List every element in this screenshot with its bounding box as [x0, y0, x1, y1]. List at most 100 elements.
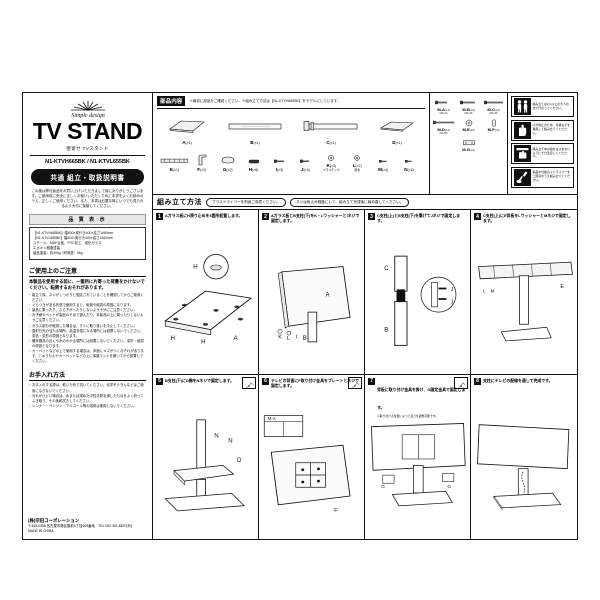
part-item: M(×4) [370, 152, 396, 172]
parts-section: 部品内容 ※最初に部品をご確認ください。※組み立て方法は【N1-KTVH665B… [153, 93, 577, 195]
part-label: J(×4) [301, 166, 310, 172]
hardware-grid: M-A(×4) M6×14 M-B(×4) M6×25 [432, 96, 505, 152]
svg-text:L: L [287, 336, 290, 342]
svg-text:M-A: M-A [268, 415, 276, 420]
svg-text:M: M [491, 288, 495, 293]
hardware-label: M-E(×4) [462, 127, 475, 132]
spec-table: 【N1-KTVH665BK】幅600×奥行き400×高さ1660mm 【N1-K… [29, 227, 146, 260]
svg-text:H: H [201, 339, 205, 346]
washer-k-icon [318, 148, 344, 162]
caution-item: カーペットなどの上で使用する場合は、床面にキズがつくおそれがあります。じゅうたん… [28, 349, 146, 364]
hardware-item: M-G(×4) [457, 138, 480, 152]
parts-row-2: E(×1) F(×2) G(×2) [157, 148, 425, 172]
spec-heading: 品 質 表 示 [29, 213, 146, 226]
screwdriver-tool-icon [454, 376, 468, 389]
step-subtext: ※取り付ける位置によって高さを調整可能です。 [377, 413, 439, 418]
screw-i-icon [267, 152, 293, 166]
divider [30, 155, 145, 156]
two-people-icon [513, 98, 531, 115]
hardware-label: M-D(×4) [437, 127, 450, 132]
parts-note: ※最初に部品をご確認ください。※組み立て方法は【N1-KTVH665BK】をモデ… [189, 98, 341, 103]
assembly-step: 2 Aガラス板とB支柱(下)をK・Lワッシャーとiネジで固定します。 A B K… [259, 210, 365, 375]
part-item: N(×2) [396, 152, 422, 172]
warning-icons: 組み立ては2人以上の大人の方で行なってください。 けが防止のため、手袋などを着用… [507, 93, 577, 194]
screwdriver-tool-icon [242, 376, 256, 389]
parts-list: 部品内容 ※最初に部品をご確認ください。※組み立て方法は【N1-KTVH665B… [153, 93, 429, 194]
step-text: C支柱(上)にE背板をLワッシャーとMネジで固定します。 [483, 213, 571, 224]
pole-upper-icon [303, 113, 359, 139]
svg-text:F: F [334, 507, 337, 513]
footer: (株)宗田コーポレーション 〒455-0055 名古屋市港区藤前4丁目609番地… [28, 518, 132, 534]
step-1-diagram: H H H A [153, 230, 258, 372]
warning-row: 組み立ては2人以上の大人の方で行なってください。 [511, 96, 574, 117]
bolt-long-icon [482, 98, 505, 107]
hardware-size: M6×14 [439, 112, 448, 115]
warning-row: 組み立て中は指をはさまないように十分注意してください。 [511, 143, 574, 164]
assembly-header: 組み立て方法 プラスドライバーを別途ご用意ください。 ネジは仮止め程度にして、組… [153, 195, 577, 210]
origin-label: MADE IN CHINA. [28, 528, 55, 533]
washer-flat-icon [457, 118, 480, 127]
svg-text:B: B [384, 326, 388, 333]
part-sublabel: プラスチック [322, 167, 340, 172]
step-text: 支柱にテレビの配線を通して完成です。 [483, 377, 553, 383]
svg-text:K: K [278, 334, 282, 340]
assembly-step: 8 支柱にテレビの配線を通して完成です。 [471, 375, 577, 540]
step-number: 2 [262, 213, 269, 220]
caution-item: 暖房器具の近くや水のかかる場所には設置しないでください。変形・破損の原因となりま… [28, 339, 146, 349]
svg-text:A: A [326, 291, 331, 298]
hardware-item: M-D(×4) M6×55 [432, 118, 455, 135]
bolt-extra-long-icon [432, 118, 455, 127]
caution-item: 直射日光の当たる場所、高温多湿になる場所には設置しないでください。変色・変形の原… [28, 329, 146, 339]
parts-title: 部品内容 [157, 96, 186, 106]
step-3-diagram: J J C B [365, 230, 470, 372]
caution-lead: 本製品を使用する前に、一箇所に片寄った荷重をかけないでください。転倒するおそれが… [29, 278, 145, 290]
svg-text:H: H [171, 335, 175, 342]
part-label: G(×2) [222, 166, 233, 172]
svg-text:E: E [560, 284, 564, 290]
part-item: K(×3) プラスチック [318, 148, 344, 172]
hardware-label: M-F(×4) [487, 127, 500, 132]
part-item: I(×3) [267, 152, 293, 172]
caution-item: お子様やペットが製品のそばで遊んだり、本製品の上に乗ったりしないようご注意くださ… [28, 313, 146, 323]
bolt-short-icon [432, 98, 455, 107]
plate-bracket-icon [457, 138, 480, 147]
assembly-note-2: ネジは仮止め程度にして、組み立て完成後に締め直してください。 [290, 197, 410, 207]
assembly-step: 5 B支柱(下)にD棚をNネジで固定します。 D N N [153, 374, 259, 539]
hardware-size: M6×35 [489, 112, 498, 115]
assembly-steps: 1 Aガラス板にH滑り止めを6箇所設置します。 H H H A [153, 210, 577, 539]
part-label: C(×1) [326, 139, 336, 145]
warning-text: けが防止のため、手袋などを着用して組み立ててください。 [532, 123, 571, 135]
part-label: L(×7) [352, 162, 362, 168]
step-6-diagram: M-A F [259, 395, 364, 538]
part-item: D(×1) [379, 113, 415, 145]
caution-item: 組立て後、ネジがしっかりと固定されていることを確認してからご使用ください。 [28, 293, 146, 303]
step-text: B支柱(下)にD棚をNネジで固定します。 [165, 377, 234, 383]
company-address: 〒455-0055 名古屋市港区藤前4丁目609番地 TEL 052-301-8… [28, 523, 133, 528]
part-item: E(×1) [160, 152, 189, 172]
back-plate-icon [160, 152, 189, 166]
hardware-item: M-B(×4) M6×25 [457, 98, 480, 115]
hand-caution-icon [513, 145, 531, 162]
part-label: E(×1) [169, 166, 179, 172]
care-list: お手入れする際は、乾いた布で拭いてください。化学ぞうきんなどはご使用にならないで… [28, 383, 146, 409]
part-label: M(×4) [378, 166, 389, 172]
hardware-label: M-A(×4) [437, 107, 450, 112]
screwdriver-icon [513, 168, 531, 186]
hardware-list: M-A(×4) M6×14 M-B(×4) M6×25 [429, 93, 507, 194]
spacer-tube-icon [482, 118, 505, 127]
mount-bracket-icon [189, 152, 215, 166]
part-item: G(×2) [215, 152, 241, 172]
care-item: 汚れがひどい場合は、水または薄めた中性洗剤を浸したものをよく絞ってふき取り、その… [28, 394, 146, 404]
svg-text:L: L [483, 288, 486, 293]
step-text: 背板に取り付け金具を掛け、G固定金具で固定します。 [377, 386, 466, 410]
caution-item: ぐらつきがある状態で使用すると、転倒や破損の原因になります。 [28, 303, 146, 308]
right-column: 部品内容 ※最初に部品をご確認ください。※組み立て方法は【N1-KTVH665B… [153, 93, 577, 539]
care-item: お手入れする際は、乾いた布で拭いてください。化学ぞうきんなどはご使用にならないで… [28, 383, 146, 393]
pole-lower-icon [227, 113, 283, 139]
part-label: D(×1) [392, 139, 402, 145]
assembly-step: 3 C支柱(上)とB支柱(下)を繋げてJネジで固定します。 J J C [365, 210, 471, 375]
warning-row: 製品や付属の＋ドライバーをご用意のうえ組み立ててください。 [511, 166, 574, 188]
svg-text:Simple design: Simple design [71, 113, 105, 118]
step-text: テレビの背面にF取り付け金具をプレートとネジで固定します。 [271, 377, 359, 388]
assembly-title: 組み立て方法 [157, 199, 202, 206]
